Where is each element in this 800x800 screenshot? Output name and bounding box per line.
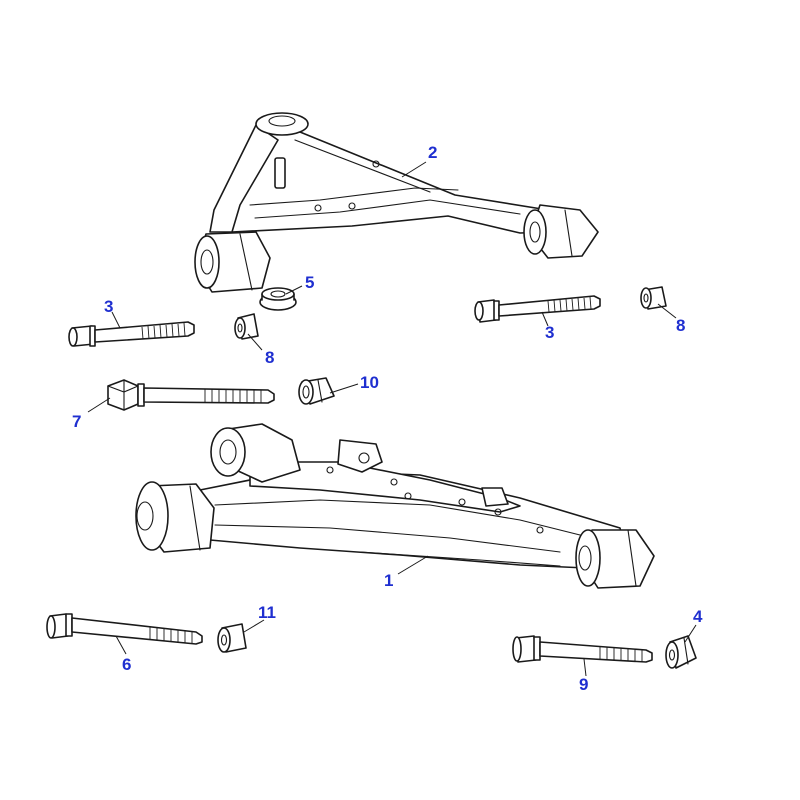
bolt-6 [46, 613, 203, 645]
callout-upper-arm: 2 [428, 143, 437, 162]
lower-control-arm [135, 423, 655, 589]
callout-nut-11: 11 [258, 603, 276, 622]
nut-4 [665, 635, 697, 669]
callout-bolt-6: 6 [122, 655, 131, 674]
callout-nut-8-right: 8 [676, 316, 685, 335]
bolt-3-left [68, 321, 195, 347]
callout-lower-arm: 1 [384, 571, 393, 590]
nut-10 [298, 377, 335, 405]
callout-bolt-7: 7 [72, 412, 81, 431]
callout-bolt-3-left: 3 [104, 297, 113, 316]
nut-8-right [640, 286, 667, 310]
callout-nut-8-left: 8 [265, 348, 274, 367]
bolt-7 [107, 379, 275, 411]
nut-8-left [234, 313, 259, 340]
flanged-nut-5 [259, 287, 297, 311]
callout-nut-4: 4 [693, 607, 703, 626]
callout-labels: 2 5 3 3 8 8 10 7 1 11 6 4 9 [72, 143, 703, 694]
callout-bolt-9: 9 [579, 675, 588, 694]
bolt-9 [512, 635, 653, 663]
upper-control-arm [194, 112, 599, 293]
callout-washer-5: 5 [305, 273, 314, 292]
callout-nut-10: 10 [360, 373, 379, 392]
callout-bolt-3-right: 3 [545, 323, 554, 342]
nut-11 [217, 623, 247, 653]
bolt-3-right [474, 295, 601, 323]
leader-lines [87, 161, 697, 677]
